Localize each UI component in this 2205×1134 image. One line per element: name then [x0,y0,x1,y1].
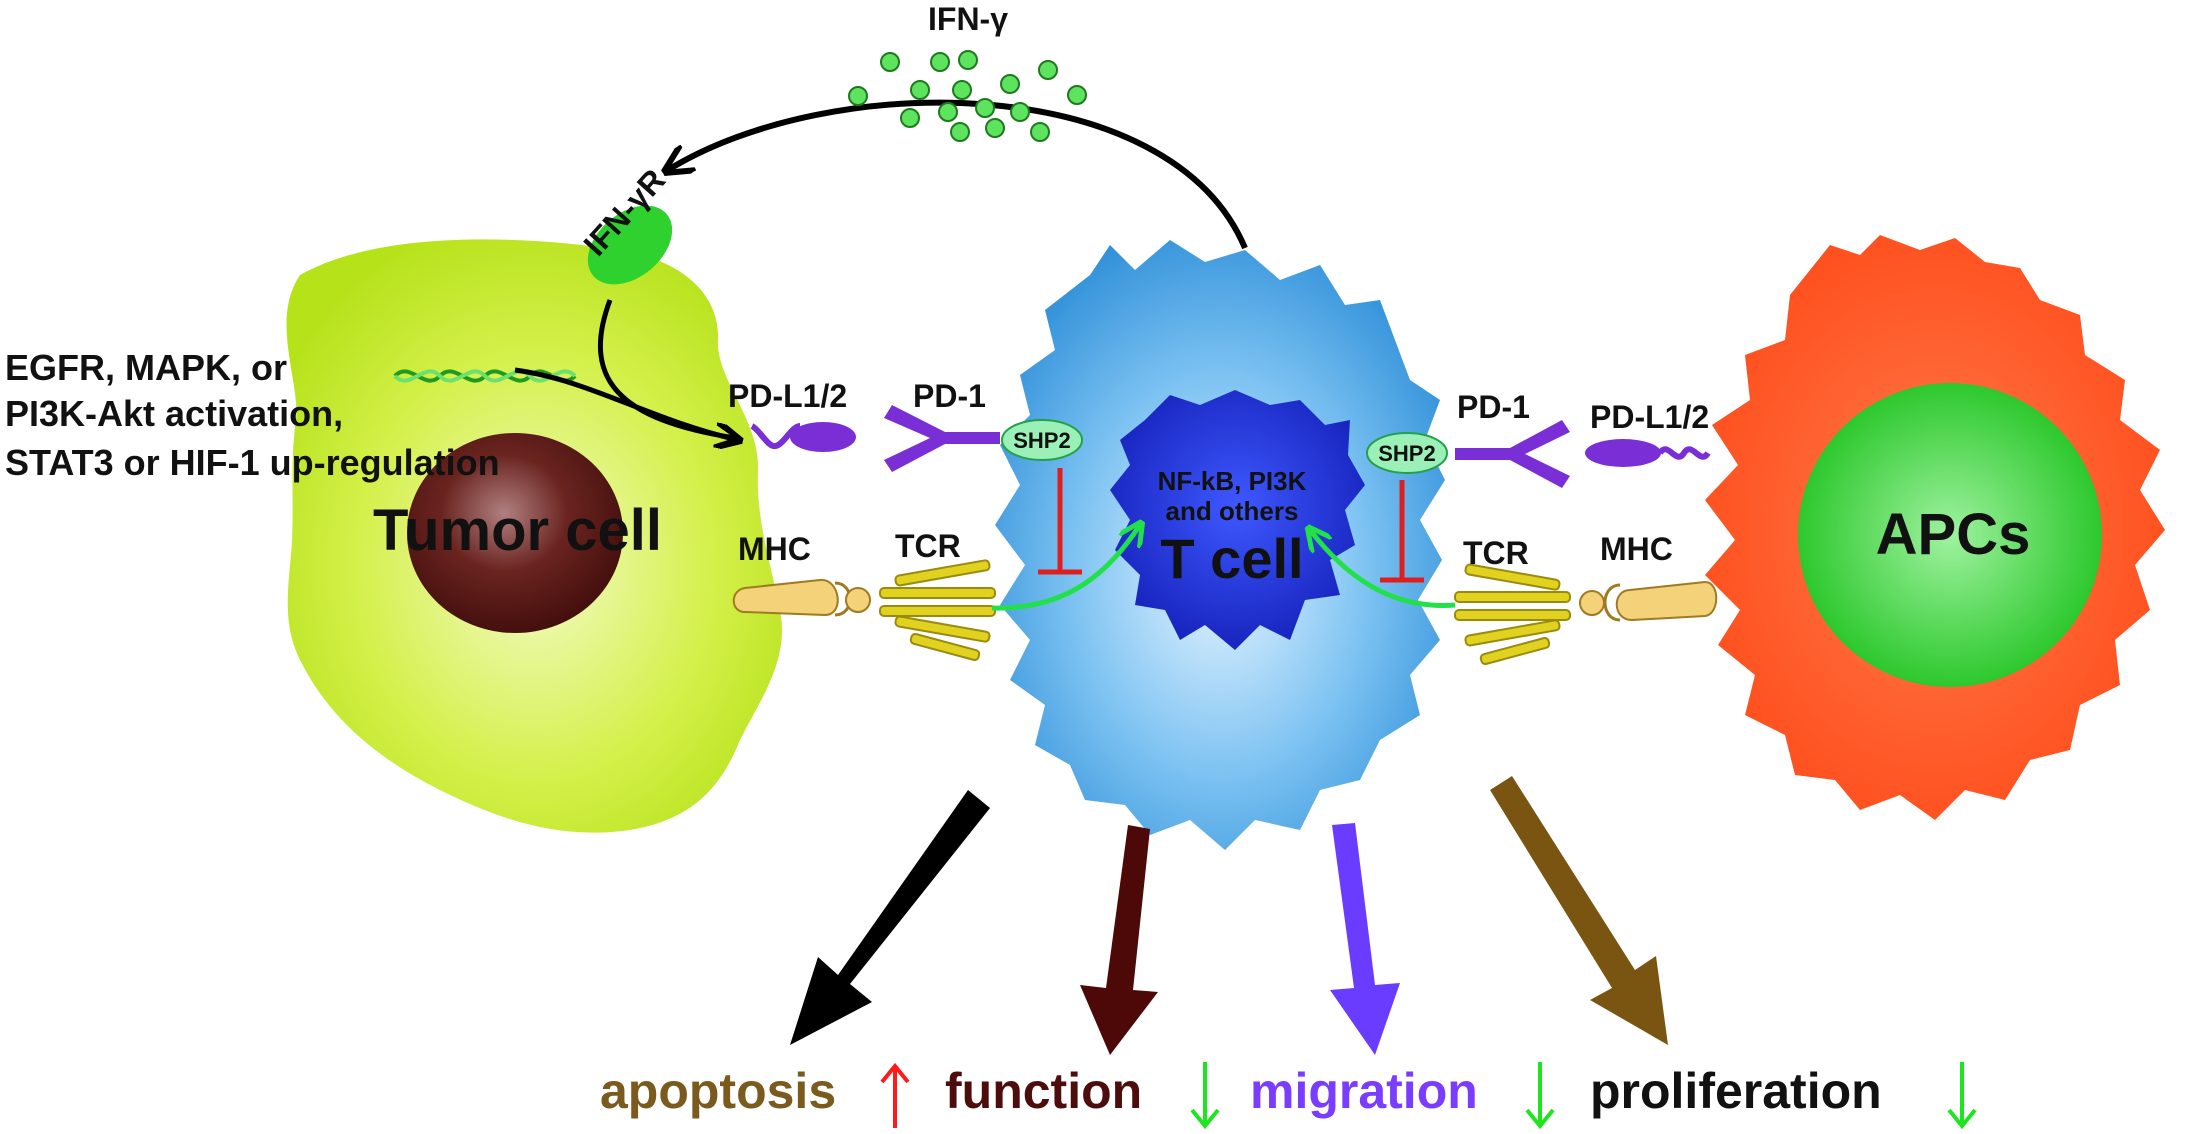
inhibition-right [1380,480,1424,583]
tcr-left [879,559,996,661]
nucleus-text-line-1: NF-kB, PI3K [1158,466,1307,496]
outcome-arrow-function [1080,825,1158,1055]
outcome-migration-text: migration [1250,1063,1478,1119]
t-cell [995,240,1445,850]
outcome-function-text: function [945,1063,1142,1119]
pdl1-left-label: PD-L1/2 [728,378,847,414]
pd1-right-molecule [1455,420,1570,488]
t-cell-nucleus [1110,390,1365,650]
arrow-down-icon-function [1190,1062,1220,1130]
outcome-migration: migration [1250,1063,1478,1119]
ifn-gamma-dots [848,50,1087,142]
apc-cell [1705,235,2165,820]
dna-signal-arrow [514,367,738,440]
t-cell-label: T cell [1160,527,1303,590]
outcome-function: function [945,1063,1142,1119]
outcome-arrow-proliferation [1490,776,1668,1045]
apcs-label: APCs [1876,502,2031,567]
outcome-arrow-migration [1330,823,1400,1055]
pdl1-right-label: PD-L1/2 [1590,399,1709,435]
shp2-right-label: SHP2 [1378,441,1435,466]
mhc-left-label: MHC [738,531,811,567]
ifn-gamma-feedback [668,50,1248,250]
mhc-right-label: MHC [1600,531,1673,567]
arrow-down-icon-migration [1525,1062,1555,1130]
arrow-up-icon-apoptosis [880,1062,910,1128]
activation-left-arrow [991,525,1140,611]
tumor-cell-label: Tumor cell [373,498,662,563]
nucleus-text-line-2: and others [1166,496,1299,526]
ifn-gamma-receptor [587,205,673,285]
tcr-right-label: TCR [1463,535,1529,571]
pd1-left-label: PD-1 [913,378,986,414]
shp2-left [1001,419,1083,461]
mhc-left [732,578,871,617]
pdl1-left-molecule [750,422,856,452]
tcr-right [1454,563,1571,665]
tumor-cell [286,239,782,833]
outcome-labels: apoptosis function migration proliferati… [600,1063,1882,1119]
apc-nucleus [1798,383,2102,687]
tcr-left-label: TCR [895,528,961,564]
ifn-gamma-label: IFN-γ [928,1,1008,37]
tumor-nucleus [407,433,623,633]
inhibition-left [1038,468,1082,575]
outcome-proliferation-text: proliferation [1590,1063,1882,1119]
pdl1-right-molecule [1585,439,1711,467]
tumor-signal-line-2: PI3K-Akt activation, [5,393,343,434]
shp2-left-label: SHP2 [1013,428,1070,453]
dna-helix-icon [393,369,577,383]
arrow-down-icon-proliferation [1947,1062,1977,1130]
pd1-right-label: PD-1 [1457,389,1530,425]
outcome-arrow-apoptosis [790,790,990,1045]
tumor-signal-line-1: EGFR, MAPK, or [5,347,287,388]
shp2-right [1366,432,1448,474]
mhc-right [1579,580,1718,622]
outcome-apoptosis: apoptosis [600,1063,836,1119]
outcome-proliferation: proliferation [1590,1063,1882,1119]
outcome-apoptosis-text: apoptosis [600,1063,836,1119]
tumor-signal-line-3: STAT3 or HIF-1 up-regulation [5,442,500,483]
activation-right-arrow [1310,530,1456,608]
pd1-left-molecule [884,405,1000,472]
